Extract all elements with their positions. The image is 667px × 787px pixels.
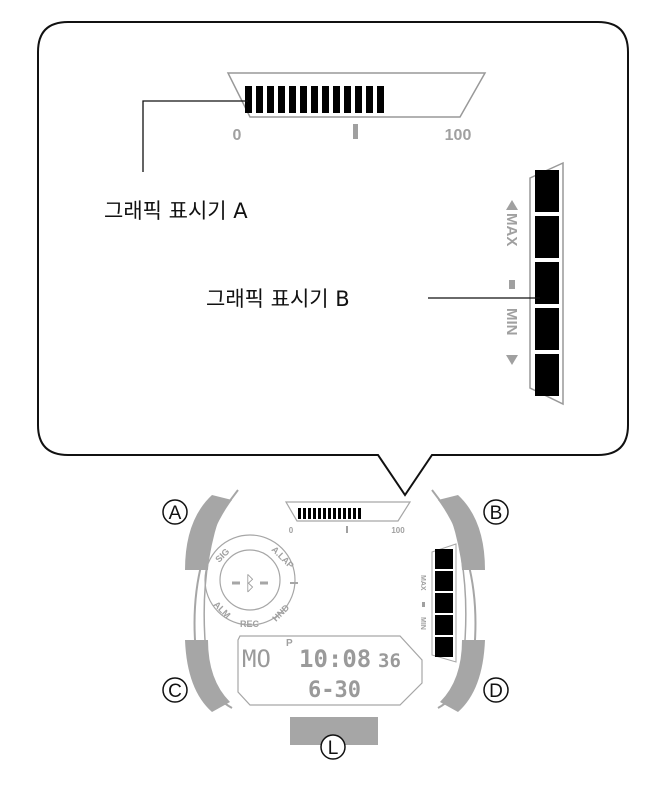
watch-illustration: 0 100 ᛒ SIG A.LAP ALM REC HND P MO 10:08… [162, 489, 509, 760]
date-display: 6-30 [308, 678, 361, 703]
watch-graph-b-segment [435, 571, 453, 591]
scale-min-label: 0 [233, 127, 242, 144]
watch-graph-a-segment [338, 508, 341, 519]
dial-label-rec: REC [240, 619, 260, 629]
watch-graph-a-segment [303, 508, 306, 519]
graph-a-segment [267, 86, 274, 113]
button-c-label[interactable]: C [162, 677, 188, 703]
graph-b-segment [535, 262, 559, 304]
watch-graph-a-segment [298, 508, 301, 519]
graph-a-segment [377, 86, 384, 113]
seconds-display: 36 [378, 650, 401, 672]
watch-graph-a-segment [358, 508, 361, 519]
graph-b-segment [535, 170, 559, 212]
graph-a-segment [322, 86, 329, 113]
callout-bubble [37, 21, 629, 497]
watch-min-label: MIN [419, 617, 426, 630]
watch-graph-a-segment [328, 508, 331, 519]
graph-a-segment [245, 86, 252, 113]
watch-graph-a-segment [323, 508, 326, 519]
time-display: 10:08 [299, 645, 371, 673]
button-d-pad[interactable] [440, 640, 485, 712]
watch-graph-a-segment [353, 508, 356, 519]
min-label: MIN [503, 308, 520, 336]
button-b-label[interactable]: B [483, 499, 509, 525]
label-graph-a: 그래픽 표시기 A [104, 199, 248, 223]
graph-a-segment [256, 86, 263, 113]
watch-graph-a-segment [333, 508, 336, 519]
label-graph-b: 그래픽 표시기 B [206, 287, 350, 311]
bluetooth-icon: ᛒ [244, 571, 256, 595]
button-l-label[interactable]: L [320, 734, 346, 760]
watch-graph-b-segment [435, 637, 453, 657]
dial-label-hnd: HND [270, 602, 291, 623]
svg-text:B: B [490, 503, 503, 524]
graph-a-segment [289, 86, 296, 113]
button-c-pad[interactable] [185, 640, 230, 712]
watch-graph-a-segment [308, 508, 311, 519]
watch-graph-a-segment [343, 508, 346, 519]
watch-graph-a-segment [318, 508, 321, 519]
watch-graph-b-segment [435, 615, 453, 635]
leader-line-a [142, 100, 248, 172]
graph-b-segment [535, 308, 559, 350]
scale-mid-tick [353, 124, 358, 139]
day-display: MO [242, 645, 271, 673]
graph-a-segment [311, 86, 318, 113]
svg-text:D: D [489, 681, 503, 702]
watch-scale-min: 0 [289, 526, 294, 535]
pm-indicator: P [286, 638, 293, 649]
graph-a-segment [344, 86, 351, 113]
watch-graph-a-segment [313, 508, 316, 519]
graph-b-segment [535, 216, 559, 258]
watch-graph-b-segment [435, 593, 453, 613]
svg-text:C: C [168, 681, 182, 702]
graph-a-segment [278, 86, 285, 113]
graph-a-segment [366, 86, 373, 113]
watch-graph-b-segment [435, 549, 453, 569]
svg-text:L: L [328, 738, 339, 759]
button-d-label[interactable]: D [483, 677, 509, 703]
svg-text:A: A [169, 503, 182, 524]
watch-graph-a-segment [348, 508, 351, 519]
graph-a-segment [355, 86, 362, 113]
graph-a-segment [333, 86, 340, 113]
graph-indicator-b: MAX MIN [503, 161, 564, 406]
dial-label-sig: SIG [213, 546, 231, 564]
max-label: MAX [503, 213, 520, 246]
graph-a-segment [300, 86, 307, 113]
button-a-label[interactable]: A [162, 499, 188, 525]
watch-scale-max: 100 [391, 526, 405, 535]
graph-indicator-a: 0 100 [226, 72, 487, 144]
graph-b-segment [535, 354, 559, 396]
scale-max-label: 100 [445, 127, 472, 144]
watch-max-label: MAX [419, 575, 426, 591]
